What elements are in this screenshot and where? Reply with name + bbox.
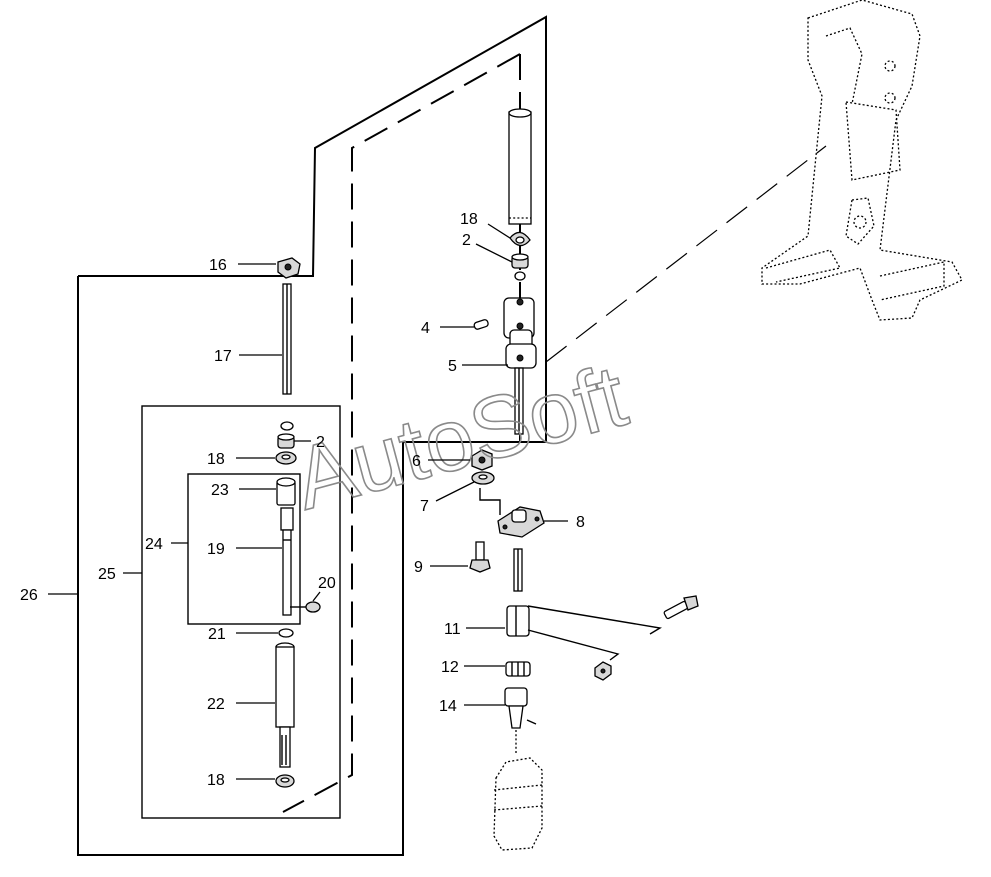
callout-17: 17 [214, 348, 232, 365]
bolt-upper-right [663, 595, 699, 620]
callout-11: 11 [444, 621, 461, 638]
callout-5: 5 [448, 358, 457, 375]
callout-26: 26 [20, 587, 38, 604]
steering-gear-dotted [493, 730, 543, 851]
callout-6: 6 [412, 453, 421, 470]
shaft-19 [280, 507, 294, 616]
washer-18-left-top [275, 451, 297, 465]
nut-16 [277, 257, 301, 279]
callout-18-left-bottom: 18 [207, 772, 225, 789]
ring-21 [278, 628, 294, 638]
ring-small-b [514, 271, 526, 281]
callout-14: 14 [439, 698, 457, 715]
callout-2-right: 2 [462, 232, 471, 249]
shaft-lower [513, 548, 523, 592]
washer-18-left-bottom [275, 774, 295, 788]
tractor-frame-dotted [761, 0, 963, 321]
callout-19: 19 [207, 541, 225, 558]
callout-8: 8 [576, 514, 585, 531]
bolt-9 [469, 541, 491, 573]
pin-4 [473, 319, 489, 330]
callout-2-left: 2 [316, 434, 325, 451]
nut-lower-right [594, 661, 612, 681]
tube-22 [275, 642, 295, 768]
column-tube [508, 108, 532, 225]
nut-2-left [277, 433, 295, 449]
frame-24-box [187, 473, 301, 625]
rod-17 [282, 283, 292, 395]
leader-to-frame [545, 145, 827, 363]
yoke-11 [506, 605, 662, 661]
coupler-14 [504, 687, 537, 729]
callout-24: 24 [145, 536, 163, 553]
callout-25: 25 [98, 566, 116, 583]
nut-2-right [511, 253, 529, 269]
pin-20 [290, 601, 321, 613]
nut-6 [471, 449, 493, 471]
callout-12: 12 [441, 659, 459, 676]
callout-23: 23 [211, 482, 229, 499]
callout-22: 22 [207, 696, 225, 713]
frame-25-box [141, 405, 341, 819]
frame-25-dashed-top [282, 53, 521, 813]
callout-9: 9 [414, 559, 423, 576]
spacer-12 [505, 661, 531, 677]
callout-4: 4 [421, 320, 430, 337]
callout-20: 20 [318, 575, 336, 592]
flange-8 [479, 488, 545, 538]
universal-joint-5 [503, 297, 537, 435]
washer-18-right [509, 231, 531, 247]
callout-21: 21 [208, 626, 226, 643]
washer-7 [471, 471, 495, 485]
callout-18-right: 18 [460, 211, 478, 228]
watermark-text: AutoSoft [284, 345, 636, 528]
cap-23 [276, 477, 296, 506]
callout-18-left-top: 18 [207, 451, 225, 468]
callout-16: 16 [209, 257, 227, 274]
callout-7: 7 [420, 498, 429, 515]
frame-26-outline [77, 15, 547, 856]
callout-leaders [48, 223, 568, 780]
ring-small-a [280, 421, 294, 431]
